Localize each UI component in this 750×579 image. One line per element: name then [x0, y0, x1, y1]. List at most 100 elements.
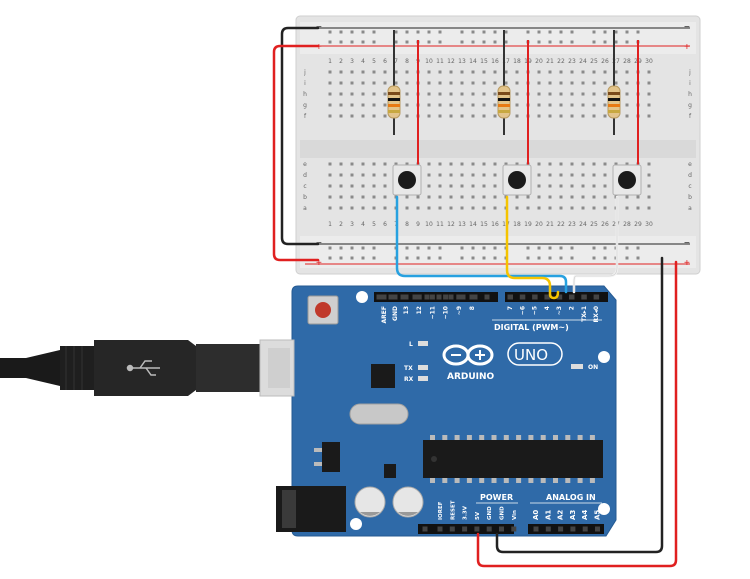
terminal-hole	[548, 81, 552, 85]
terminal-hole	[625, 206, 629, 210]
terminal-hole	[350, 162, 354, 166]
chip-pin	[516, 478, 522, 483]
terminal-hole	[614, 70, 618, 74]
rail-hole	[614, 40, 618, 44]
terminal-hole	[328, 92, 332, 96]
row-letter: h	[688, 91, 692, 98]
terminal-hole	[493, 70, 497, 74]
terminal-hole	[548, 173, 552, 177]
terminal-hole	[515, 81, 519, 85]
terminal-hole	[471, 206, 475, 210]
terminal-hole	[449, 92, 453, 96]
usb-chip	[371, 364, 395, 388]
rail-hole	[350, 246, 354, 250]
resistor-band	[498, 98, 510, 101]
header-socket	[544, 294, 550, 300]
rail-hole	[526, 256, 530, 260]
rail-hole	[471, 256, 475, 260]
terminal-hole	[537, 162, 541, 166]
rail-hole	[438, 30, 442, 34]
column-number: 10	[425, 58, 433, 65]
terminal-hole	[361, 173, 365, 177]
terminal-hole	[350, 195, 354, 199]
terminal-hole	[482, 103, 486, 107]
rail-hole	[636, 246, 640, 250]
power-pin-label: GND	[500, 506, 506, 520]
rail-hole	[339, 256, 343, 260]
row-letter: a	[688, 205, 692, 212]
rail-hole	[460, 246, 464, 250]
terminal-hole	[537, 103, 541, 107]
terminal-hole	[383, 81, 387, 85]
rail-hole	[339, 246, 343, 250]
column-number: 6	[383, 221, 387, 228]
rail-hole	[350, 40, 354, 44]
terminal-hole	[559, 81, 563, 85]
terminal-hole	[328, 206, 332, 210]
terminal-hole	[581, 195, 585, 199]
rail-hole	[438, 256, 442, 260]
column-number: 3	[350, 221, 354, 228]
terminal-hole	[438, 206, 442, 210]
rail-hole	[537, 246, 541, 250]
column-number: 17	[502, 58, 510, 65]
rail-hole	[350, 30, 354, 34]
row-letter: a	[303, 205, 307, 212]
column-number: 22	[557, 58, 565, 65]
rail-hole	[493, 256, 497, 260]
resistor-body	[387, 85, 401, 119]
terminal-hole	[559, 195, 563, 199]
terminal-hole	[515, 114, 519, 118]
terminal-hole	[603, 162, 607, 166]
analog-pin-label: A3	[569, 510, 577, 520]
mounting-hole	[356, 291, 368, 303]
terminal-hole	[328, 103, 332, 107]
terminal-hole	[438, 103, 442, 107]
header-socket	[456, 294, 462, 300]
terminal-hole	[383, 114, 387, 118]
terminal-hole	[328, 173, 332, 177]
rail-hole	[548, 40, 552, 44]
terminal-hole	[570, 81, 574, 85]
terminal-hole	[361, 114, 365, 118]
column-number: 4	[361, 221, 365, 228]
chip-pin	[430, 435, 435, 440]
rail-hole	[482, 256, 486, 260]
row-letter: c	[303, 183, 306, 190]
terminal-hole	[460, 173, 464, 177]
power-rail-bottom	[300, 236, 696, 268]
terminal-hole	[515, 92, 519, 96]
terminal-hole	[416, 206, 420, 210]
column-number: 3	[350, 58, 354, 65]
push-button-3	[612, 164, 642, 196]
analog-pin-label: A1	[544, 510, 552, 520]
rail-hole	[471, 30, 475, 34]
digital-pin-label: AREF	[381, 306, 388, 323]
column-number: 24	[579, 221, 587, 228]
atmega-chip-pins	[430, 435, 595, 483]
terminal-hole	[493, 81, 497, 85]
chip-pin	[540, 435, 546, 440]
terminal-hole	[493, 195, 497, 199]
terminal-hole	[581, 103, 585, 107]
terminal-hole	[559, 206, 563, 210]
terminal-hole	[548, 206, 552, 210]
resistor-band	[388, 92, 400, 95]
terminal-hole	[614, 81, 618, 85]
column-number: 13	[458, 221, 466, 228]
column-number: 16	[491, 58, 499, 65]
column-number: 11	[436, 221, 444, 228]
resistor-1	[387, 30, 401, 135]
header-socket	[403, 294, 409, 300]
usb-cable	[0, 339, 295, 397]
terminal-hole	[482, 92, 486, 96]
terminal-hole	[504, 81, 508, 85]
terminal-hole	[504, 70, 508, 74]
terminal-hole	[405, 162, 409, 166]
row-letter: i	[689, 80, 691, 87]
rail-hole	[482, 246, 486, 250]
terminal-hole	[438, 162, 442, 166]
terminal-hole	[537, 92, 541, 96]
terminal-hole	[592, 70, 596, 74]
